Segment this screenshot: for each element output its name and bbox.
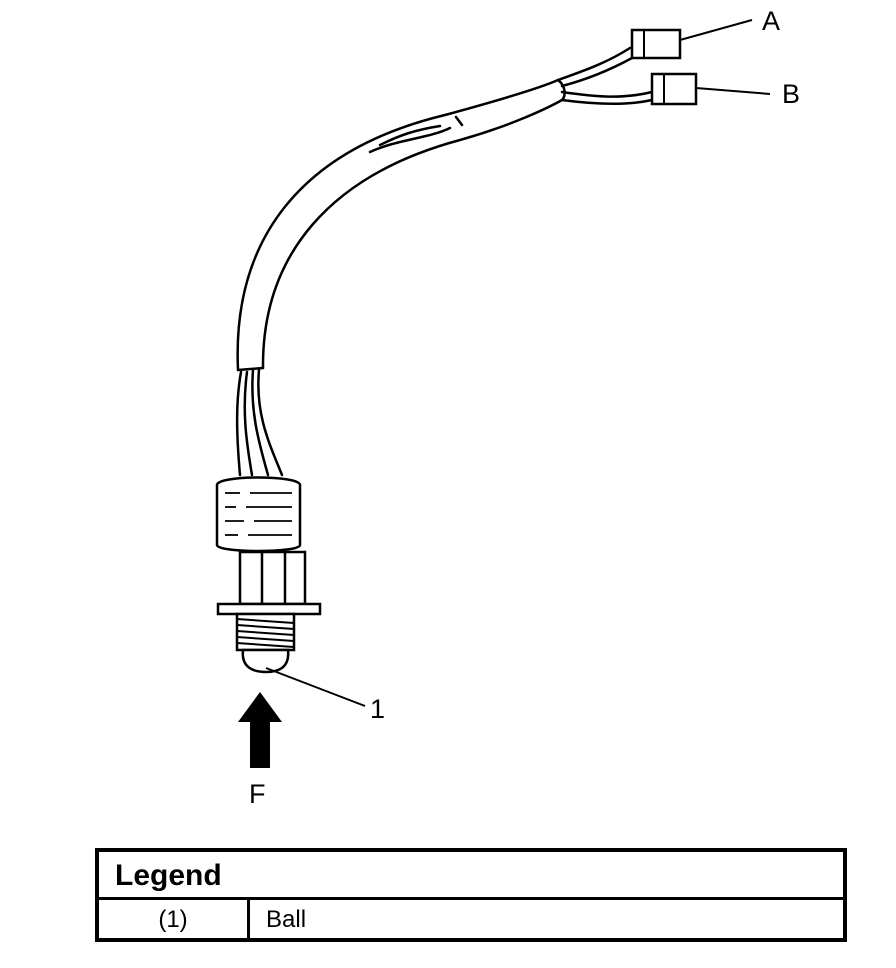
callout-1: 1 bbox=[370, 694, 385, 724]
leader-a bbox=[679, 19, 753, 41]
callout-f: F bbox=[249, 779, 266, 809]
callout-a: A bbox=[762, 6, 780, 36]
ball bbox=[241, 648, 290, 674]
cable-sheath bbox=[236, 78, 566, 372]
legend-title: Legend bbox=[99, 852, 843, 900]
switch-diagram: A B 1 F bbox=[215, 6, 800, 809]
legend-desc: Ball bbox=[266, 906, 307, 933]
exposed-wires bbox=[235, 368, 284, 477]
legend-row: (1) Ball bbox=[99, 900, 843, 939]
lead-wires bbox=[556, 46, 654, 105]
connector-b bbox=[650, 72, 698, 106]
legend-ref: (1) bbox=[99, 900, 250, 939]
force-arrow bbox=[238, 692, 282, 768]
leader-1 bbox=[265, 667, 366, 707]
connector-a bbox=[630, 28, 682, 60]
callout-b: B bbox=[782, 79, 800, 109]
leader-b bbox=[695, 87, 771, 95]
legend-table: Legend (1) Ball bbox=[95, 848, 847, 942]
threads bbox=[236, 618, 295, 648]
switch-body bbox=[215, 476, 322, 652]
